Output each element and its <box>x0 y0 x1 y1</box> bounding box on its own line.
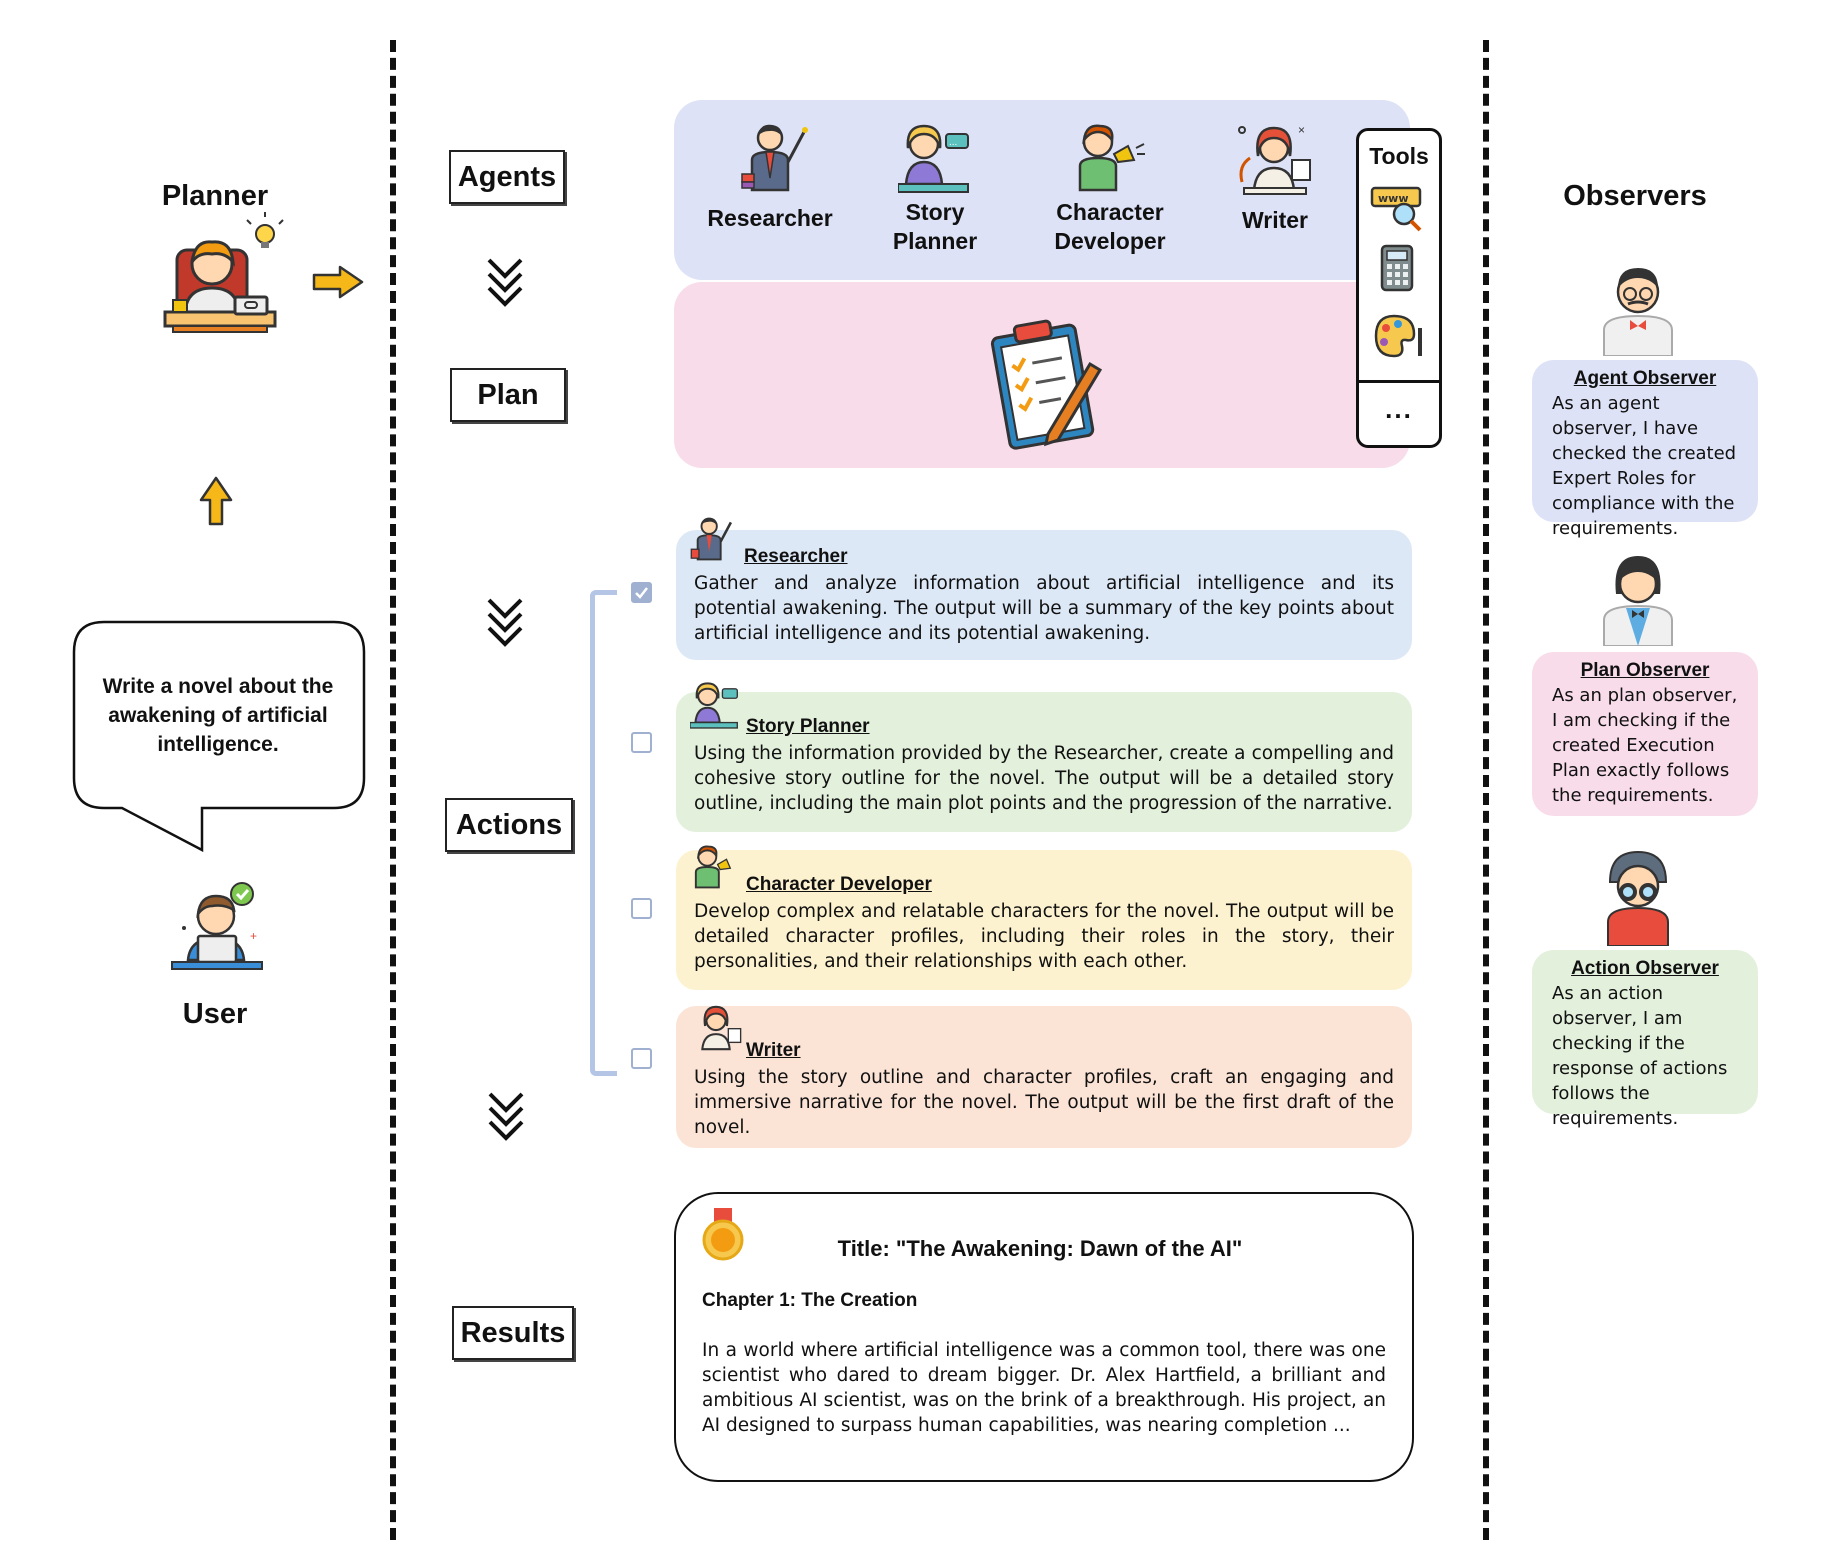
step-agents-label: Agents <box>449 150 565 204</box>
arrow-up-icon <box>199 476 233 526</box>
palette-icon[interactable] <box>1372 312 1424 360</box>
story-planner-icon <box>690 682 738 729</box>
observer-title: Agent Observer <box>1573 368 1717 389</box>
check-icon <box>635 587 648 599</box>
right-divider <box>1483 40 1489 1540</box>
action-card-character-developer: Character Developer Develop complex and … <box>676 845 1412 990</box>
action-description: Using the story outline and character pr… <box>694 1067 1394 1138</box>
observer-title: Plan Observer <box>1580 660 1710 681</box>
left-divider <box>390 40 396 1540</box>
results-title: Title: "The Awakening: Dawn of the AI" <box>837 1236 1243 1261</box>
chevron-down-icon <box>487 258 523 307</box>
writer-icon: × <box>1238 123 1311 195</box>
results-chapter: Chapter 1: The Creation <box>702 1290 918 1311</box>
agent-observer-avatar-icon <box>1603 268 1673 356</box>
planner-label: Planner <box>161 180 269 212</box>
writer-icon <box>701 1005 742 1051</box>
action-description: Develop complex and relatable characters… <box>694 901 1394 972</box>
action-card-researcher: Researcher Gather and analyze informatio… <box>676 517 1412 660</box>
action-checkbox-story-planner[interactable] <box>631 732 652 753</box>
action-card-writer: Writer Using the story outline and chara… <box>676 1005 1412 1148</box>
observer-description: As an plan observer, I am checking if th… <box>1552 685 1738 806</box>
step-results-label: Results <box>452 1306 574 1360</box>
user-label: User <box>182 998 248 1030</box>
svg-text:www: www <box>1378 192 1409 205</box>
chevron-down-icon <box>487 598 523 647</box>
action-title: Story Planner <box>746 716 870 737</box>
agent-writer-label: Writer <box>1241 207 1309 233</box>
step-actions-label: Actions <box>445 798 573 852</box>
step-plan-label: Plan <box>450 368 566 422</box>
observer-description: As an action observer, I am checking if … <box>1552 983 1728 1129</box>
svg-text:×: × <box>1298 123 1305 137</box>
observer-title: Action Observer <box>1571 958 1719 979</box>
researcher-icon <box>741 124 808 192</box>
tools-more-label[interactable]: ... <box>1385 394 1413 424</box>
action-title: Writer <box>746 1040 801 1061</box>
researcher-icon <box>690 517 733 561</box>
observer-description: As an agent observer, I have checked the… <box>1552 393 1737 539</box>
agent-observer-card: Agent Observer As an agent observer, I h… <box>1532 360 1758 539</box>
story-planner-icon: ... <box>898 124 969 193</box>
agent-story-planner-label: Story Planner <box>892 199 978 254</box>
action-checkbox-character-developer[interactable] <box>631 898 652 919</box>
user-avatar-icon: + <box>171 882 263 970</box>
svg-text:...: ... <box>949 137 957 148</box>
action-observer-card: Action Observer As an action observer, I… <box>1532 950 1758 1129</box>
action-observer-avatar-icon <box>1607 850 1669 946</box>
chevron-down-icon <box>488 1092 524 1141</box>
arrow-right-icon <box>312 265 364 299</box>
action-description: Using the information provided by the Re… <box>694 743 1394 814</box>
actions-bracket <box>590 590 617 1076</box>
observers-label: Observers <box>1563 180 1707 212</box>
plan-observer-card: Plan Observer As an plan observer, I am … <box>1532 652 1758 816</box>
clipboard-plan-icon <box>990 319 1103 450</box>
user-request-text: Write a novel about the awakening of art… <box>102 675 334 756</box>
plan-observer-avatar-icon <box>1603 556 1673 646</box>
planner-avatar-icon <box>163 212 284 333</box>
speech-bubble-shape <box>72 620 366 852</box>
svg-text:+: + <box>250 929 257 943</box>
action-checkbox-researcher[interactable] <box>631 582 652 603</box>
calculator-icon[interactable] <box>1380 244 1416 292</box>
agent-character-developer-label: Character Developer <box>1054 199 1166 254</box>
action-card-story-planner: Story Planner Using the information prov… <box>676 682 1412 832</box>
action-title: Character Developer <box>746 874 932 895</box>
character-developer-icon <box>1078 124 1145 192</box>
medal-icon <box>702 1208 744 1261</box>
tools-title: Tools <box>1369 143 1429 169</box>
agent-researcher-label: Researcher <box>707 205 833 231</box>
results-panel <box>674 1192 1414 1482</box>
action-checkbox-writer[interactable] <box>631 1048 652 1069</box>
results-text: In a world where artificial intelligence… <box>702 1340 1386 1436</box>
web-search-icon[interactable]: www <box>1370 184 1426 232</box>
character-developer-icon <box>694 845 732 889</box>
action-title: Researcher <box>744 546 848 567</box>
action-description: Gather and analyze information about art… <box>694 573 1394 644</box>
tools-divider <box>1356 380 1442 383</box>
